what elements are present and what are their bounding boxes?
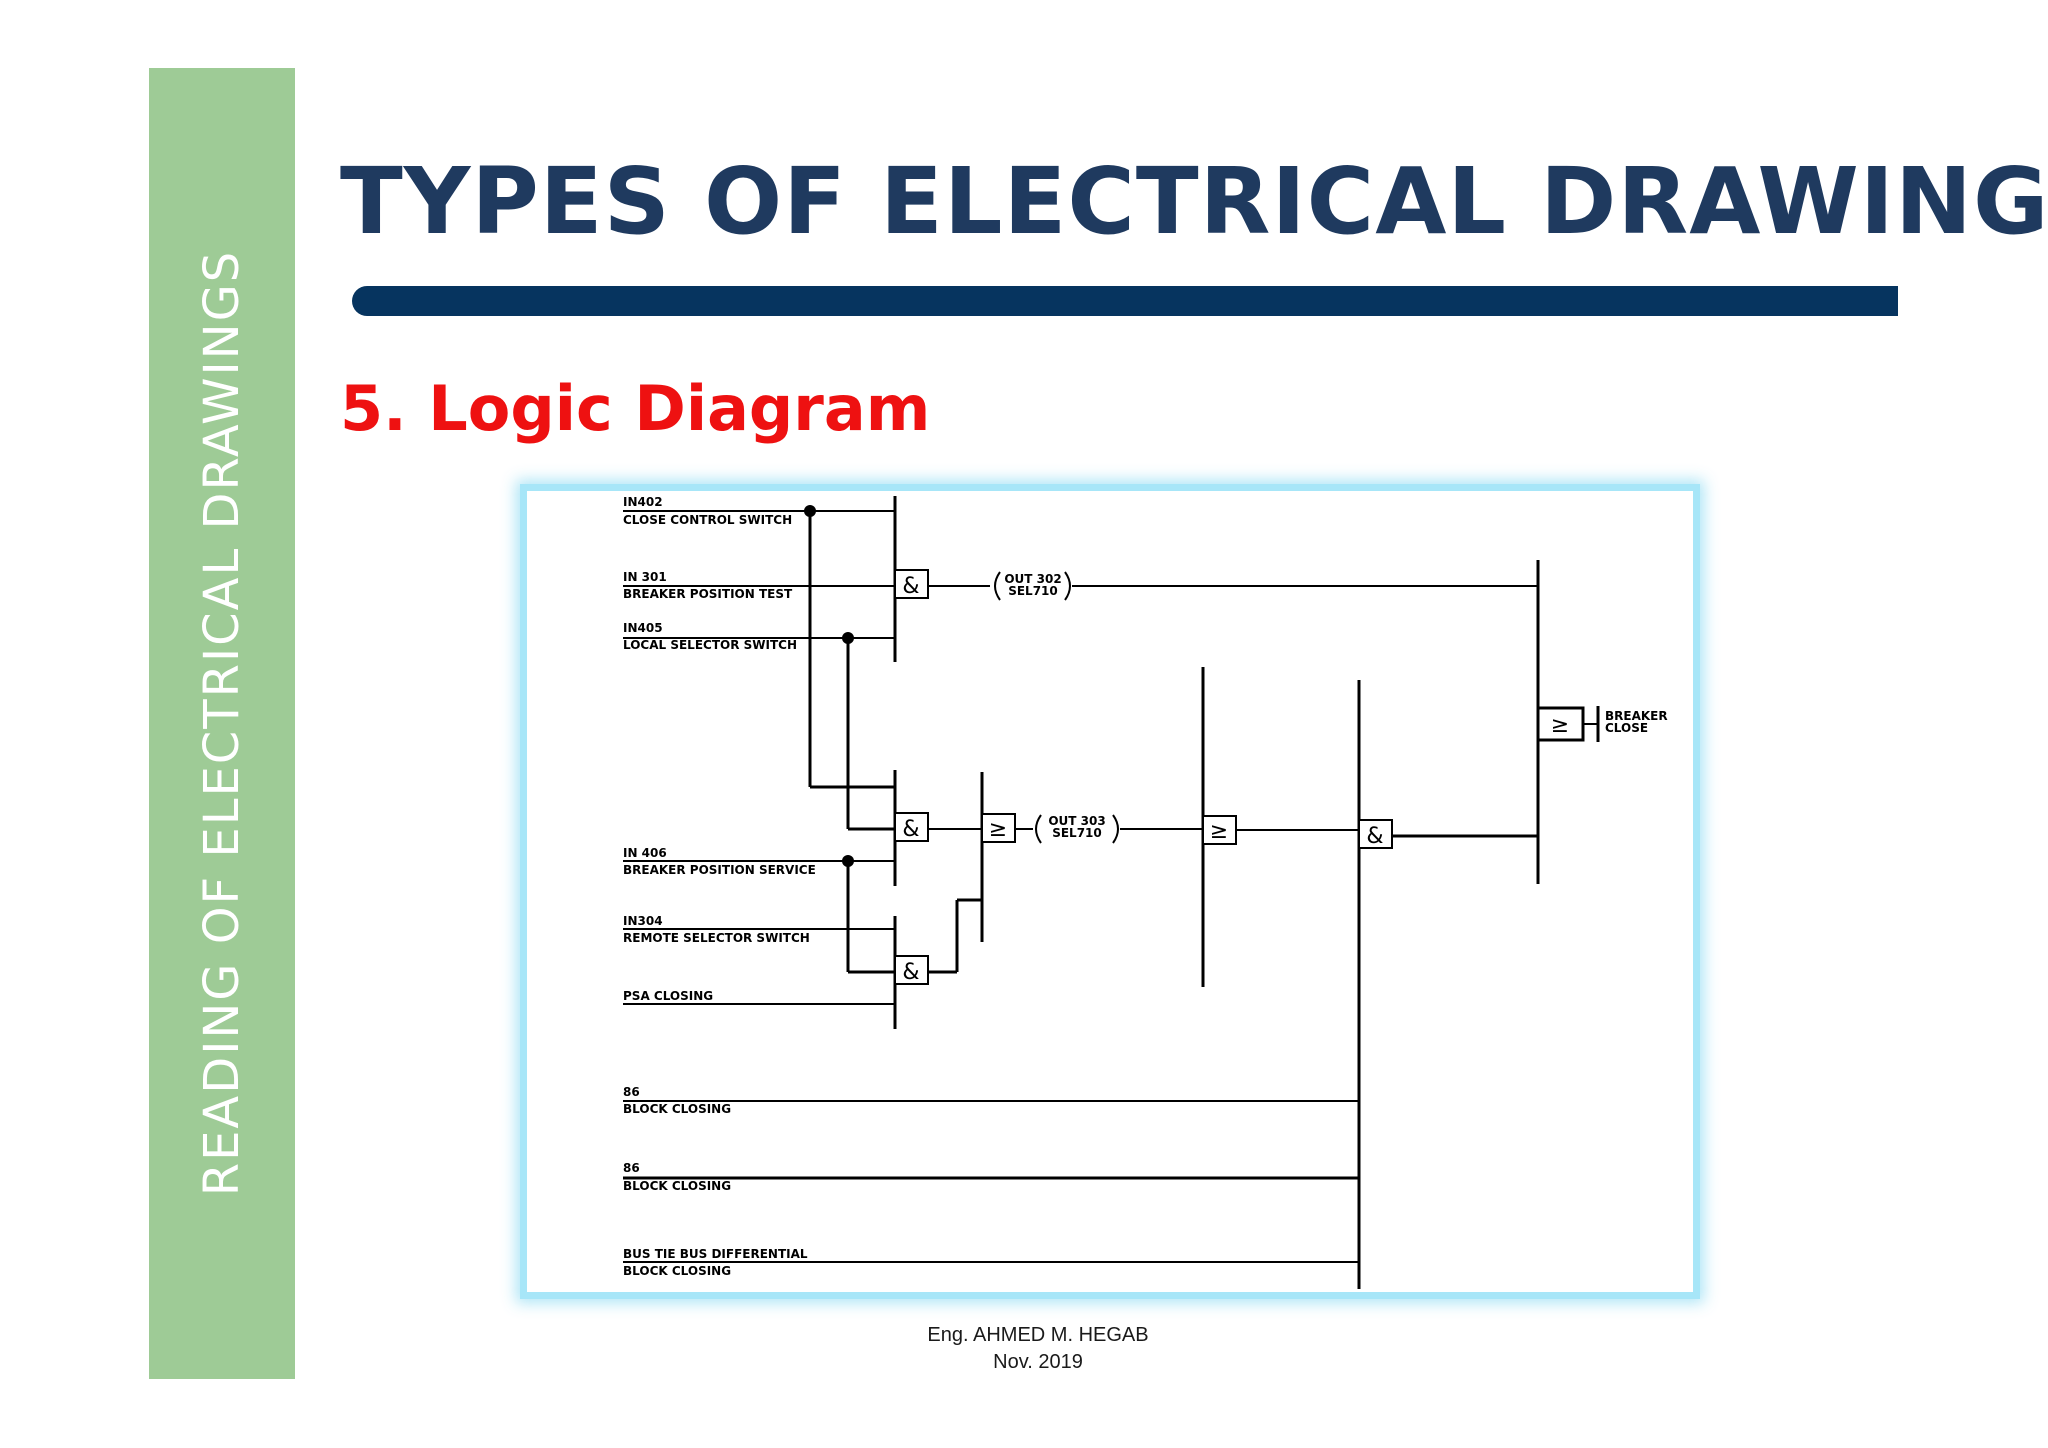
- input-5-code: IN304: [623, 914, 663, 928]
- and-gate-3-symbol: &: [902, 960, 919, 985]
- input-9-code: BUS TIE BUS DIFFERENTIAL: [623, 1247, 808, 1261]
- output-302-line2: SEL710: [1008, 584, 1058, 598]
- input-3-desc: LOCAL SELECTOR SWITCH: [623, 638, 797, 652]
- title-underline: [352, 286, 1898, 316]
- input-1-code: IN402: [623, 495, 663, 509]
- input-4-desc: BREAKER POSITION SERVICE: [623, 863, 816, 877]
- footer: Eng. AHMED M. HEGAB Nov. 2019: [927, 1322, 1148, 1376]
- output-303-line1: OUT 303: [1048, 814, 1105, 828]
- input-5-desc: REMOTE SELECTOR SWITCH: [623, 931, 810, 945]
- input-7-desc: BLOCK CLOSING: [623, 1102, 731, 1116]
- input-2-desc: BREAKER POSITION TEST: [623, 587, 793, 601]
- input-1-desc: CLOSE CONTROL SWITCH: [623, 513, 792, 527]
- and-gate-1-symbol: &: [902, 574, 919, 599]
- breaker-close-line2: CLOSE: [1605, 721, 1648, 735]
- input-9-desc: BLOCK CLOSING: [623, 1264, 731, 1278]
- slide-subtitle: 5. Logic Diagram: [340, 372, 931, 445]
- footer-author: Eng. AHMED M. HEGAB: [927, 1324, 1149, 1346]
- input-6-desc: PSA CLOSING: [623, 989, 713, 1003]
- or-gate-final-symbol: ≥: [1551, 713, 1569, 738]
- slide-title: TYPES OF ELECTRICAL DRAWING: [340, 148, 2048, 255]
- or-gate-2-symbol: ≥: [1210, 819, 1228, 844]
- logic-diagram: IN402 CLOSE CONTROL SWITCH IN 301 BREAKE…: [623, 495, 1668, 1289]
- and-gate-2-symbol: &: [902, 817, 919, 842]
- diagram-frame: [520, 484, 1700, 1299]
- input-4-code: IN 406: [623, 846, 667, 860]
- footer-date: Nov. 2019: [993, 1351, 1083, 1373]
- sidebar-label: READING OF ELECTRICAL DRAWINGS: [194, 249, 250, 1197]
- sidebar-band: [149, 68, 295, 1379]
- breaker-close-line1: BREAKER: [1605, 709, 1668, 723]
- output-302-line1: OUT 302: [1004, 572, 1061, 586]
- input-8-desc: BLOCK CLOSING: [623, 1179, 731, 1193]
- input-2-code: IN 301: [623, 570, 667, 584]
- output-303-line2: SEL710: [1052, 826, 1102, 840]
- and-gate-4-symbol: &: [1366, 824, 1383, 849]
- or-gate-1-symbol: ≥: [989, 817, 1007, 842]
- input-8-code: 86: [623, 1161, 640, 1175]
- input-3-code: IN405: [623, 621, 663, 635]
- input-7-code: 86: [623, 1085, 640, 1099]
